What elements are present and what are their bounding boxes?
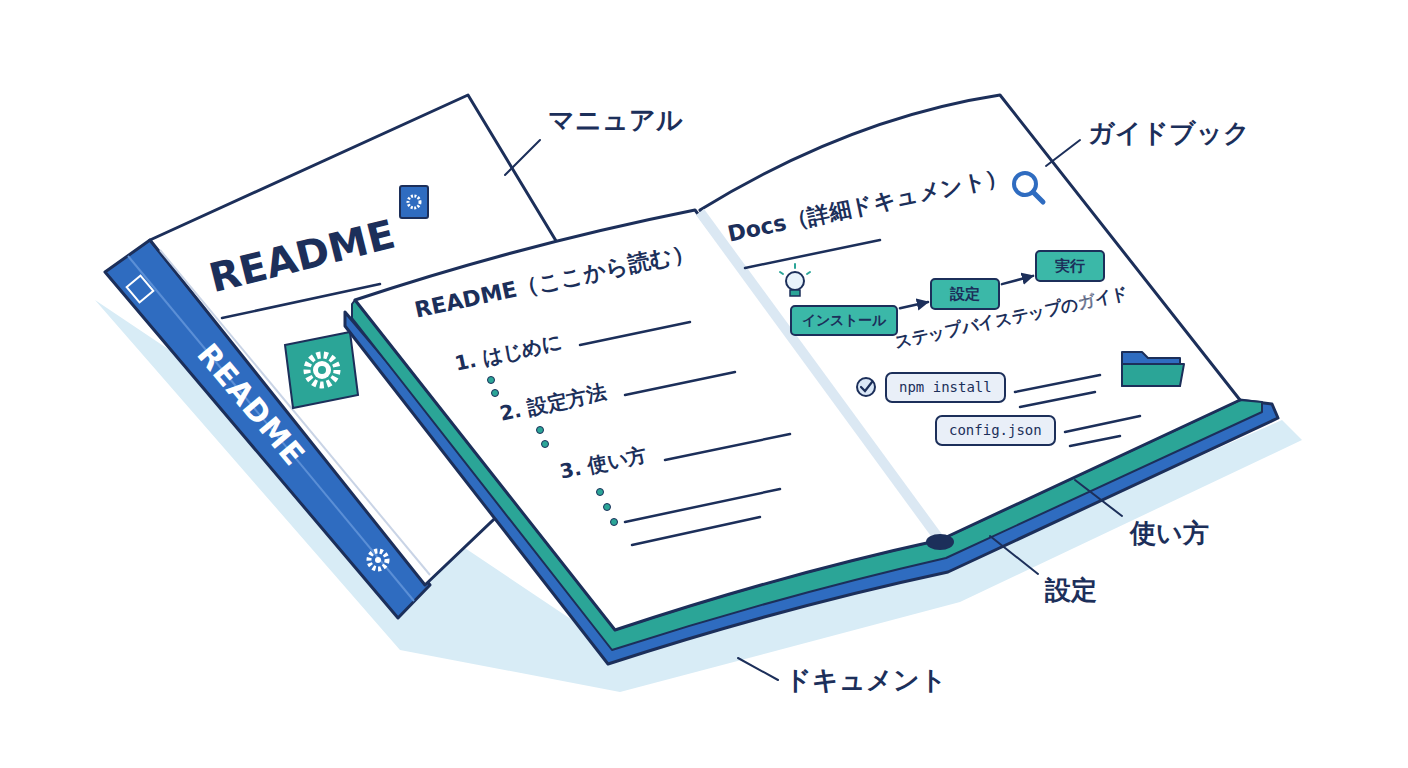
list-dot: [492, 390, 499, 397]
magnifier-handle: [1033, 192, 1043, 202]
ray: [780, 272, 783, 274]
list-dot: [597, 489, 604, 496]
spine-icon: [127, 276, 154, 303]
text-line: [1015, 375, 1100, 392]
list-dot: [542, 441, 549, 448]
right-page-lines: [745, 240, 1140, 446]
left-page: README（ここから読む） 1. はじめに2. 設定方法 3. 使い方: [355, 210, 945, 640]
flow-arrow: [900, 302, 928, 308]
leader-lines: [505, 140, 1122, 680]
step-box: 実行: [1035, 250, 1105, 282]
ray: [794, 264, 796, 268]
code-box: config.json: [935, 415, 1056, 446]
book-spine: README: [192, 339, 310, 472]
gutter: [926, 534, 954, 550]
check-mark: [861, 382, 872, 391]
book-icon: [400, 186, 428, 218]
list-dot: [611, 519, 618, 526]
code-label: config.json: [949, 422, 1042, 439]
callout-label: 使い方: [1130, 518, 1209, 549]
page-text: 3. 使い方: [558, 442, 650, 484]
callout-label: マニュアル: [548, 105, 683, 136]
leader-line: [505, 140, 540, 175]
page-heading: README: [204, 210, 399, 302]
right-page: [700, 95, 1240, 540]
text-line: [1065, 416, 1140, 432]
callout-label: 設定: [1045, 575, 1097, 606]
right-page: Docs（詳細ドキュメント） ステップバイステップのガイドインストール 設定 実行 np…: [700, 95, 1245, 545]
flow-arrow: [1002, 276, 1033, 284]
page-text: ステップバイステップのガイド: [893, 283, 1130, 352]
step-label: インストール: [802, 312, 886, 329]
text-line: [1070, 436, 1120, 446]
step-label: 設定: [950, 285, 980, 303]
text-line: [580, 322, 690, 345]
list-dot: [488, 377, 495, 384]
list-dot: [604, 504, 611, 511]
page-text: 1. はじめに: [453, 330, 564, 376]
page-text: 2. 設定方法: [498, 380, 609, 426]
text-line: [632, 517, 760, 545]
lightbulb-base: [790, 290, 800, 296]
list-dot: [537, 427, 544, 434]
spine-gear: [369, 551, 387, 569]
text-line: [745, 240, 880, 268]
lightbulb-icon: [786, 272, 804, 290]
code-label: npm install: [899, 379, 992, 396]
cover-gear-hub: [318, 366, 326, 374]
lightbulb-rays: [780, 264, 810, 274]
spine-title: README: [192, 339, 310, 472]
callout-label: ガイドブック: [1088, 118, 1250, 149]
code-box: npm install: [885, 372, 1006, 403]
spine-gear-hub: [375, 557, 381, 563]
ray: [807, 272, 810, 274]
text-line: [665, 434, 790, 460]
left-page-lines: [580, 322, 790, 545]
step-label: 実行: [1055, 257, 1085, 275]
folder-front: [1122, 364, 1184, 386]
cover-panel: [285, 332, 358, 408]
book-icon-gear: [408, 196, 420, 208]
text-line: [625, 372, 735, 395]
cover-gear-body: [313, 361, 331, 379]
callout-label: ドキュメント: [785, 665, 947, 696]
leader-line: [1075, 480, 1122, 516]
page-heading: Docs（詳細ドキュメント）: [725, 163, 1010, 248]
leader-line: [738, 658, 778, 680]
leader-line: [1046, 140, 1080, 166]
cover-gear: [307, 355, 337, 385]
step-box: 設定: [930, 278, 1000, 310]
text-line: [1020, 392, 1095, 407]
check-circle: [857, 378, 875, 396]
leader-line: [990, 536, 1038, 574]
step-box: インストール: [790, 305, 898, 336]
page-heading: README（ここから読む）: [412, 239, 696, 324]
